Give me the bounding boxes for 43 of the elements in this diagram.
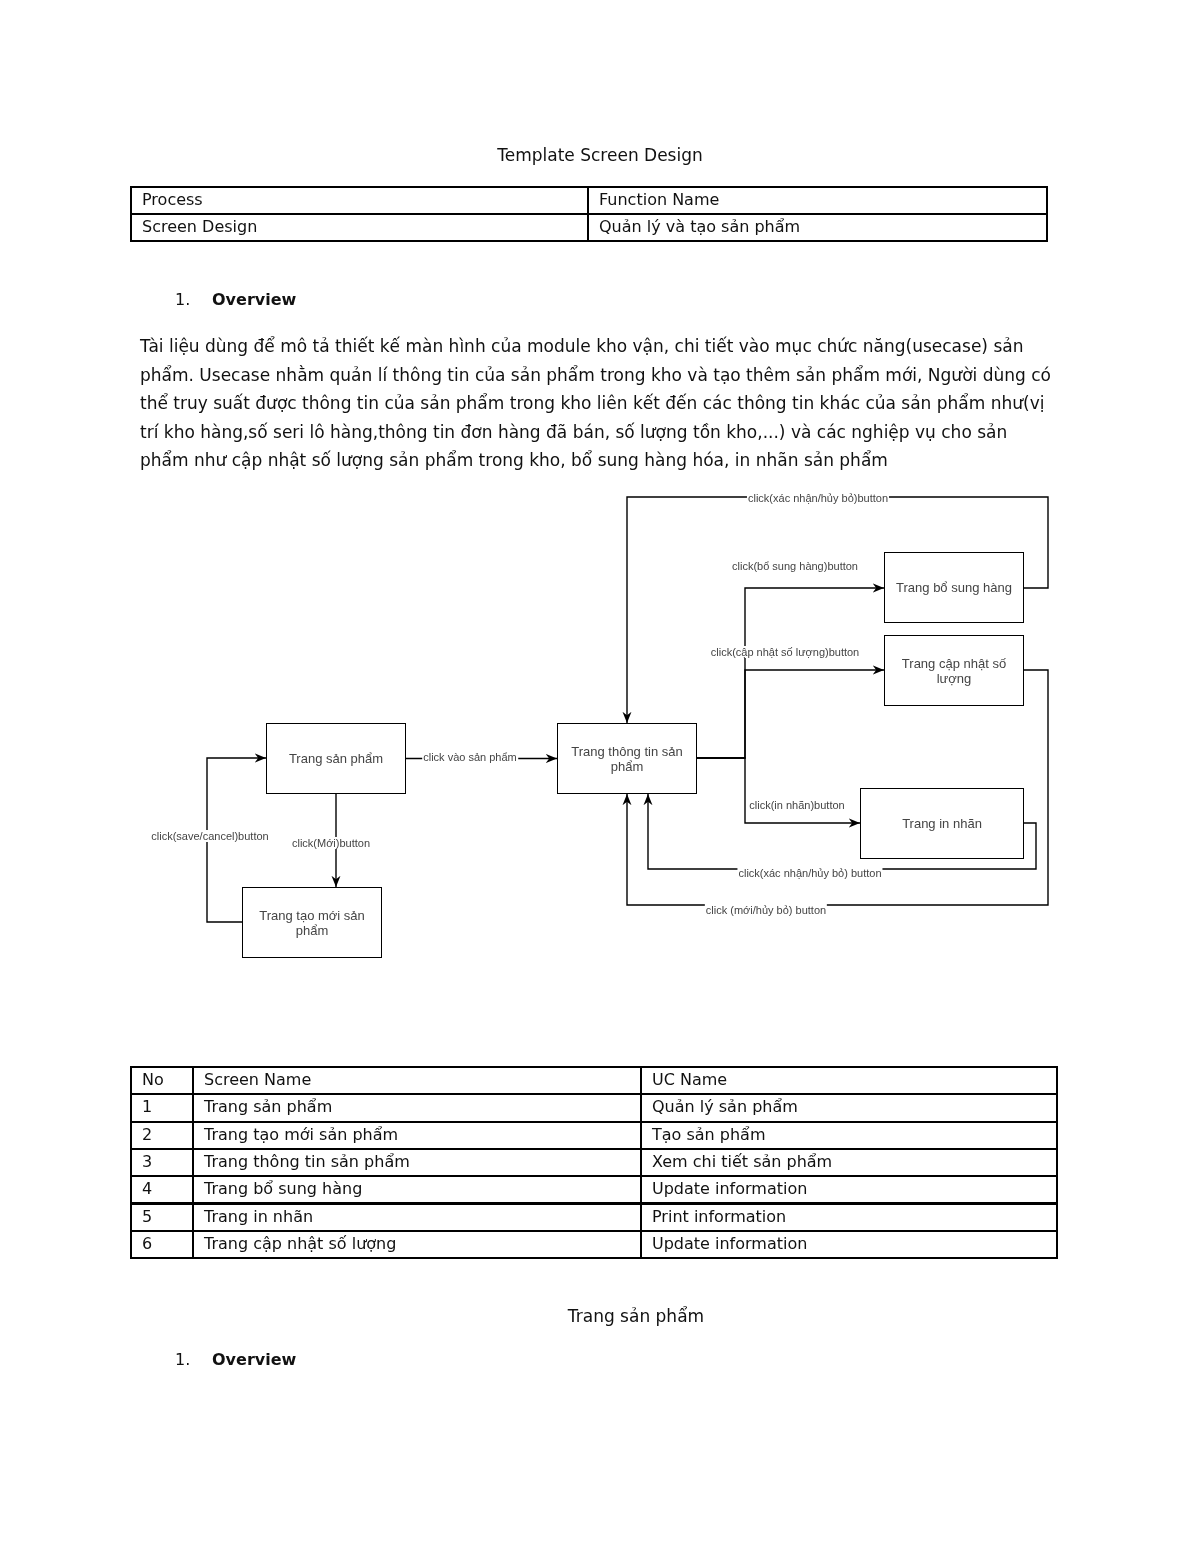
edge-label: click(Mới)button <box>290 837 372 849</box>
screen-name: Trang thông tin sản phẩm <box>570 743 684 774</box>
table-cell: Quản lý và tạo sản phẩm <box>587 213 1048 242</box>
screen-box <box>860 788 1024 859</box>
screen-name: Trang in nhãn <box>902 816 982 831</box>
edge-label: click(xác nhận/hủy bỏ) button <box>737 867 883 879</box>
table-cell: Function Name <box>587 186 1048 215</box>
overview-paragraph: Tài liệu dùng để mô tả thiết kế màn hình của module kho vận, chi tiết vào mục chức năng(usecase) sản phẩm. Usecase nhằm quản lí thông tin của sản phẩm trong kho và tạo thêm sản phẩm mới, Người dùng có thể truy suất được thông tin của sản phẩm trong kho liên kết đến các thông tin khác của sản phẩm như(vị trí kho hàng,số seri lô hàng,thông tin đơn hàng đã bán, số lượng tồn kho,...) và các nghiệp vụ cho sản phẩm như cập nhật số lượng sản phẩm trong kho, bổ sung hàng hóa, in nhãn sản phẩm <box>140 335 1052 472</box>
edge-label: click(xác nhận/hủy bỏ)button <box>747 492 889 504</box>
edge-label: click(in nhãn)button <box>748 799 846 811</box>
arrow <box>331 793 341 888</box>
table-cell: 5 <box>130 1202 194 1232</box>
edge-label: click(cập nhật số lượng)button <box>709 646 861 658</box>
screen-box <box>242 887 382 958</box>
arrow <box>206 753 267 923</box>
screen-name: Trang tạo mới sản phẩm <box>258 907 366 938</box>
table-cell: Screen Design <box>130 213 589 242</box>
table-cell: Process <box>130 186 589 215</box>
edge-label: click(bổ sung hàng)button <box>731 560 859 572</box>
list-number: 1. <box>175 1350 191 1369</box>
screen-box <box>266 723 406 794</box>
table-cell: Print information <box>640 1202 1058 1232</box>
table-cell: Update information <box>640 1229 1058 1260</box>
arrow <box>696 757 861 828</box>
page-title: Template Screen Design <box>496 145 704 165</box>
screen-box <box>557 723 697 794</box>
table-cell: UC Name <box>640 1066 1058 1096</box>
screen-name: Trang cập nhật số lượng <box>900 655 1008 686</box>
screen-name: Trang sản phẩm <box>288 751 384 766</box>
screen-box <box>884 552 1024 623</box>
section-heading: Overview <box>212 290 297 309</box>
edge-label: click vào sản phẩm <box>422 751 518 763</box>
edge-label: click (mới/hủy bỏ) button <box>704 904 828 916</box>
section-title: Trang sản phẩm <box>566 1306 706 1326</box>
table-cell: 4 <box>130 1175 194 1205</box>
list-number: 1. <box>175 290 191 309</box>
section-heading: Overview <box>212 1350 297 1369</box>
screen-name: Trang bổ sung hàng <box>896 580 1012 595</box>
edge-label: click(save/cancel)button <box>150 830 270 842</box>
table-cell: No <box>130 1066 194 1096</box>
table-cell: 6 <box>130 1229 194 1260</box>
screen-box <box>884 635 1024 706</box>
table-cell: Update information <box>640 1175 1058 1205</box>
